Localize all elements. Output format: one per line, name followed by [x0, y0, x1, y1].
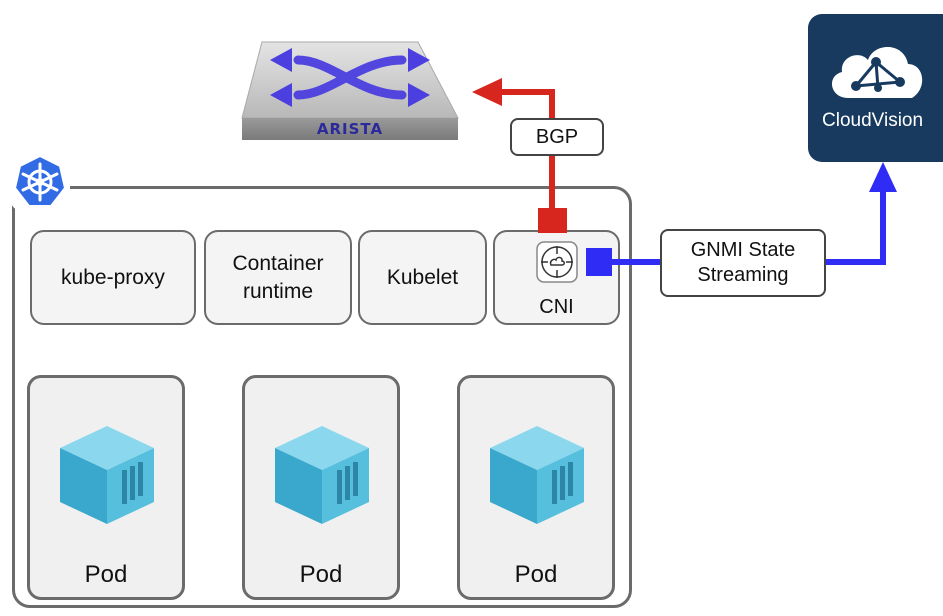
kube-proxy-box: kube-proxy	[30, 230, 196, 325]
bgp-label-box: BGP	[510, 118, 604, 156]
pod-card: Pod	[457, 375, 615, 600]
pod-label: Pod	[84, 561, 128, 588]
switch-brand-label: ARISTA	[316, 120, 384, 138]
kubernetes-helm-icon	[10, 152, 70, 212]
container-runtime-label: Container runtime	[232, 252, 324, 303]
cloud-network-icon	[831, 46, 923, 98]
switch-arrows-icon	[293, 55, 407, 100]
bgp-label: BGP	[535, 125, 579, 148]
cloudvision-label: CloudVision	[822, 110, 924, 131]
kube-proxy-label: kube-proxy	[61, 265, 165, 289]
pod-label: Pod	[514, 561, 558, 588]
pod-card: Pod	[27, 375, 185, 600]
pod-label: Pod	[299, 561, 343, 588]
cloudvision-tile: CloudVision	[808, 14, 943, 162]
container-cube-icon	[60, 426, 154, 524]
gnmi-arrowhead	[869, 162, 897, 192]
cni-router-icon	[536, 241, 578, 283]
container-cube-icon	[490, 426, 584, 524]
kubelet-label: Kubelet	[386, 265, 459, 289]
pod-card: Pod	[242, 375, 400, 600]
container-cube-icon	[275, 426, 369, 524]
bgp-arrowhead	[472, 78, 502, 106]
cni-label: CNI	[539, 296, 574, 318]
container-runtime-box: Container runtime	[204, 230, 352, 325]
kubelet-box: Kubelet	[358, 230, 487, 325]
gnmi-label: GNMI State Streaming	[690, 239, 796, 286]
gnmi-label-box: GNMI State Streaming	[660, 229, 826, 297]
cni-box: CNI	[493, 230, 620, 325]
